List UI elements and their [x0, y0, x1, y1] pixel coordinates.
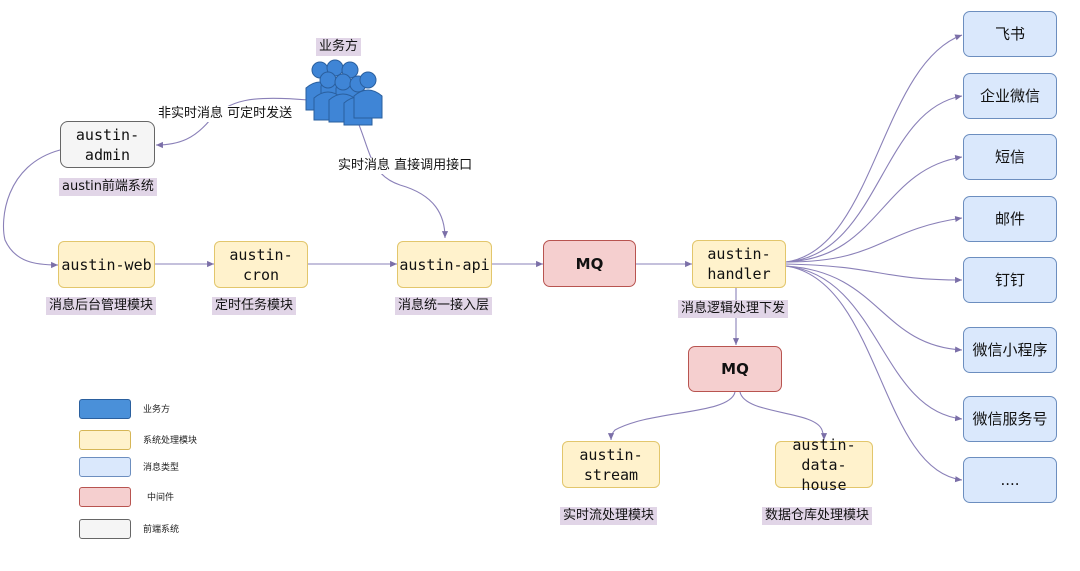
channel-dingtalk[interactable]: 钉钉: [963, 257, 1057, 303]
tag-stream: 实时流处理模块: [560, 507, 658, 525]
legend-label-business: 业务方: [143, 405, 171, 415]
edge-handler-ch8: [785, 265, 963, 483]
edge-mq2-datahouse: [739, 391, 828, 441]
node-austin-admin[interactable]: austin-admin: [60, 121, 155, 168]
edge-business-api: [356, 119, 449, 239]
edge-handler-ch2: [785, 94, 963, 263]
tag-web: 消息后台管理模块: [46, 297, 157, 315]
legend-swatch-frontend: [79, 519, 131, 539]
business-label: 业务方: [316, 38, 362, 56]
channel-sms[interactable]: 短信: [963, 134, 1057, 180]
legend-label-message-type: 消息类型: [143, 463, 180, 473]
legend-label-frontend: 前端系统: [143, 525, 180, 535]
edge-handler-ch7: [785, 265, 963, 422]
channel-feishu[interactable]: 飞书: [963, 11, 1057, 57]
people-icon: [305, 59, 383, 126]
node-austin-handler[interactable]: austin- handler: [692, 240, 786, 288]
node-austin-cron[interactable]: austin-cron: [214, 241, 308, 288]
node-austin-data-house[interactable]: austin-data- house: [775, 436, 873, 494]
node-austin-api[interactable]: austin-api: [397, 241, 492, 288]
edge-handler-ch3: [785, 155, 963, 263]
edge-label-non-realtime: 非实时消息 可定时发送: [158, 106, 293, 122]
legend-swatch-middleware: [79, 487, 131, 507]
node-mq-2[interactable]: MQ: [688, 346, 782, 392]
legend-label-middleware: 中间件: [147, 493, 175, 503]
edge-handler-ch4: [785, 215, 963, 263]
edge-handler-ch6: [785, 265, 963, 353]
node-mq-1[interactable]: MQ: [543, 240, 636, 287]
edge-admin-web: [2, 149, 61, 269]
tag-handler: 消息逻辑处理下发: [678, 300, 789, 318]
edge-handler-ch5: [785, 263, 963, 284]
node-austin-web[interactable]: austin-web: [58, 241, 155, 288]
channel-email[interactable]: 邮件: [963, 196, 1057, 242]
legend-swatch-business: [79, 399, 131, 419]
legend-label-module: 系统处理模块: [143, 436, 198, 446]
legend-swatch-message-type: [79, 457, 131, 477]
channel-wecom[interactable]: 企业微信: [963, 73, 1057, 119]
edge-mq2-stream: [607, 391, 736, 441]
channel-miniprogram[interactable]: 微信小程序: [963, 327, 1057, 373]
node-austin-stream[interactable]: austin- stream: [562, 441, 660, 488]
tag-admin: austin前端系统: [59, 178, 157, 196]
tag-cron: 定时任务模块: [212, 297, 297, 315]
edge-handler-ch1: [785, 34, 963, 263]
tag-api: 消息统一接入层: [395, 297, 493, 315]
channel-official-account[interactable]: 微信服务号: [963, 396, 1057, 442]
channel-more[interactable]: ....: [963, 457, 1057, 503]
edge-label-realtime: 实时消息 直接调用接口: [338, 158, 473, 174]
tag-data-house: 数据仓库处理模块: [762, 507, 873, 525]
legend-swatch-module: [79, 430, 131, 450]
